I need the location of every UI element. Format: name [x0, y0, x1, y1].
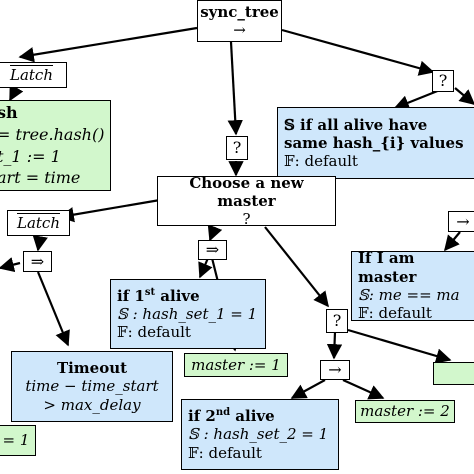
edge-seqlower-second	[290, 379, 326, 399]
alive-line-3: 𝔽: default	[284, 152, 358, 171]
root-sequence-node: sync_tree →	[197, 0, 282, 42]
latch-label: Latch	[17, 213, 60, 232]
choose-title: Choose a new master	[189, 173, 304, 210]
choose-master-node: Choose a new master ?	[157, 173, 336, 229]
iam-line-1: If I am master	[358, 249, 417, 286]
iam-line-2: 𝕊: me == ma	[358, 286, 460, 304]
timeout-line-3: > max_delay	[43, 395, 141, 414]
bottom-left-text: = 1	[2, 431, 30, 450]
root-operator: →	[233, 21, 246, 39]
hash-line-2: t_1 := 1	[0, 146, 61, 166]
edge-seqleft-timeout	[36, 271, 70, 347]
fallback-node-mid: ?	[226, 136, 248, 160]
master-2-text: master := 2	[360, 402, 450, 421]
master-action-node-right	[433, 362, 474, 385]
choose-operator: ?	[242, 210, 251, 229]
sequence-node-right: →	[448, 211, 474, 232]
i-am-master-condition-node: If I am master 𝕊: me == ma 𝔽: default	[351, 249, 474, 323]
first-alive-pre: if 1	[117, 286, 145, 305]
hash-action-node: sh = tree.hash() t_1 := 1 art = time	[0, 100, 111, 191]
edge-choose-latch	[58, 198, 161, 223]
hash-line-3: art = time	[0, 168, 81, 188]
latch-node-mid: Latch	[7, 210, 70, 236]
parallel-symbol: ⇒	[30, 251, 45, 271]
iam-line-3: 𝔽: default	[358, 304, 432, 323]
second-alive-post: alive	[230, 407, 275, 426]
edge-root-right	[281, 28, 435, 76]
fallback-symbol: ?	[438, 71, 448, 91]
edge-choose-seqmid	[207, 224, 223, 242]
alive-line-2: same hash_{i} values	[284, 133, 464, 152]
fallback-node-right: ?	[432, 70, 454, 92]
all-alive-condition-node: 𝕊 if all alive have same hash_{i} values…	[277, 107, 474, 179]
timeout-line-2: time − time_start	[25, 377, 159, 396]
second-alive-line-3: 𝔽: default	[188, 443, 262, 462]
edge-seqmid-first	[198, 257, 213, 279]
second-alive-title: if 2nd alive	[188, 407, 275, 425]
master-2-action-node: master := 2	[355, 400, 455, 423]
edge-root-latch	[18, 26, 198, 63]
master-1-action-node: master := 1	[184, 353, 288, 377]
edge-seqleft-out	[0, 257, 21, 273]
root-title: sync_tree	[200, 2, 279, 21]
edge-right-alive	[393, 88, 441, 111]
edge-seqright-iam	[444, 231, 461, 252]
edge-seqlower-master2	[342, 378, 385, 400]
parallel-node-left: ⇒	[23, 251, 52, 272]
bottom-left-action-node: = 1	[0, 425, 36, 456]
first-alive-title: if 1st alive	[117, 287, 200, 305]
edge-qlower-seqlower	[326, 331, 343, 360]
edge-root-choose	[227, 41, 243, 136]
timeout-title: Timeout	[56, 359, 128, 378]
hash-line-1: = tree.hash()	[0, 124, 105, 144]
latch-label: Latch	[10, 65, 53, 84]
fallback-symbol: ?	[232, 138, 242, 158]
second-alive-sup: nd	[215, 407, 231, 419]
edge-qlower-master-right	[347, 328, 452, 364]
parallel-symbol: ⇒	[205, 240, 220, 260]
parallel-node-mid: ⇒	[198, 240, 227, 260]
alive-line-1: 𝕊 if all alive have	[284, 115, 428, 134]
first-alive-sup: st	[144, 286, 156, 298]
sequence-node-lower: →	[320, 360, 350, 380]
sequence-symbol: →	[456, 211, 470, 231]
timeout-condition-node: Timeout time − time_start > max_delay	[11, 351, 173, 422]
second-alive-pre: if 2	[188, 407, 216, 426]
edge-latch-seqleft	[32, 235, 48, 252]
fallback-symbol: ?	[332, 311, 342, 331]
sequence-symbol: →	[328, 360, 342, 380]
edge-right-offscreen	[454, 87, 474, 105]
first-alive-line-2: 𝕊 : hash_set_1 = 1	[117, 304, 258, 323]
fallback-node-lower: ?	[326, 309, 348, 333]
first-alive-line-3: 𝔽: default	[117, 323, 191, 342]
second-alive-line-2: 𝕊 : hash_set_2 = 1	[188, 425, 329, 444]
latch-node-left: Latch	[0, 62, 67, 88]
hash-title: sh	[0, 103, 18, 123]
edge-choose-qlower	[264, 226, 329, 308]
second-alive-condition-node: if 2nd alive 𝕊 : hash_set_2 = 1 𝔽: defau…	[181, 399, 339, 470]
first-alive-post: alive	[155, 286, 200, 305]
first-alive-condition-node: if 1st alive 𝕊 : hash_set_1 = 1 𝔽: defau…	[110, 279, 266, 349]
master-1-text: master := 1	[191, 355, 281, 374]
